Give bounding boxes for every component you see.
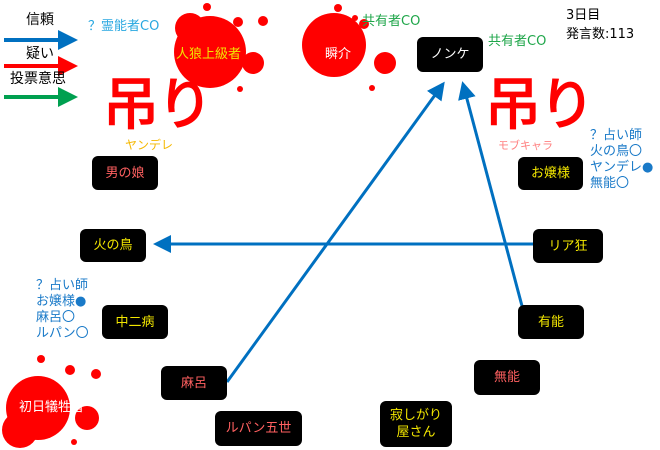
player-nonke[interactable]: ノンケ: [417, 37, 483, 72]
seer-note-line: ？占い師: [590, 128, 643, 143]
player-maro[interactable]: 麻呂: [161, 366, 227, 400]
seer-note-line: 麻呂〇: [36, 310, 76, 325]
hang-sub-left: ヤンデレ: [125, 138, 174, 152]
hang-mark-right: 吊り: [485, 73, 595, 138]
seer-note-line: 無能〇: [590, 176, 630, 191]
legend-vote-label: 投票意思: [10, 71, 66, 87]
shunsuke-co-note: 共有者CO: [362, 14, 421, 29]
player-hinotori[interactable]: 火の鳥: [80, 229, 146, 262]
arrow-yuunou-to-nonke: [458, 81, 524, 307]
seer-note-line: ヤンデレ●: [590, 160, 654, 175]
legend-trust-label: 信頼: [26, 12, 54, 28]
legend-trust-arrow: [4, 30, 78, 50]
ojousama-seer-results: ？占い師 火の鳥〇 ヤンデレ● 無能〇: [590, 128, 653, 192]
player-ojousama[interactable]: お嬢様: [518, 157, 583, 190]
legend-doubt-arrow: [4, 56, 78, 76]
nonke-co-note: 共有者CO: [488, 34, 547, 49]
player-otokonoko[interactable]: 男の娘: [92, 156, 158, 190]
seer-note-line: 火の鳥〇: [590, 144, 643, 159]
seer-note-line: ルパン〇: [36, 326, 89, 341]
legend-doubt-label: 疑い: [26, 46, 54, 62]
blood-splat-shunsuke: [302, 4, 396, 91]
speech-count: 発言数:113: [566, 27, 635, 42]
seer-note-line: お嬢様●: [36, 294, 87, 309]
blood-splat-jinro: [174, 3, 268, 92]
player-munou[interactable]: 無能: [474, 360, 540, 395]
player-jinro[interactable]: 人狼上級者: [175, 46, 241, 62]
arrow-maro-to-nonke: [225, 81, 445, 383]
jinro-co-note: ？霊能者CO: [88, 19, 160, 34]
legend-vote-arrow: [4, 87, 78, 107]
player-shonichi[interactable]: 初日犠牲者: [18, 400, 84, 415]
player-chuunibyou[interactable]: 中二病: [102, 305, 168, 339]
hang-mark-left: 吊り: [103, 73, 213, 138]
player-riakyo[interactable]: リア狂: [533, 229, 603, 263]
blood-splat-shonichi: [2, 355, 101, 448]
player-sabishigari[interactable]: 寂しがり屋さん: [380, 401, 452, 447]
player-lupin[interactable]: ルパン五世: [215, 411, 302, 446]
chuunibyou-seer-results: ？占い師 お嬢様● 麻呂〇 ルパン〇: [36, 278, 89, 342]
hang-sub-right: モブキャラ: [498, 139, 553, 152]
seer-note-line: ？占い師: [36, 278, 89, 293]
day-label: 3日目: [566, 8, 601, 23]
player-shunsuke[interactable]: 瞬介: [324, 46, 351, 62]
player-yuunou[interactable]: 有能: [518, 305, 584, 339]
